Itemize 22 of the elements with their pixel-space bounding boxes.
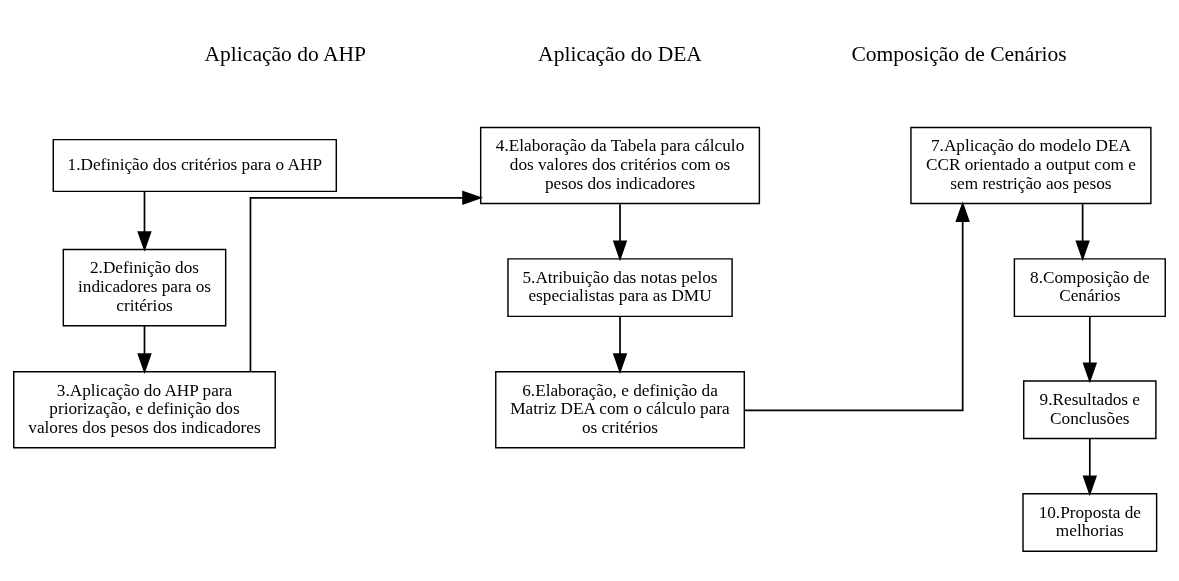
label: Composição de Cenários: [851, 41, 1067, 66]
arrow: [612, 203, 628, 262]
arrow: [137, 325, 152, 374]
arrow: [1082, 437, 1098, 497]
arrow: [137, 190, 152, 252]
node-box: 10.Proposta de melhorias: [1022, 493, 1158, 552]
node-box: 2.Definição dos indicadores para os critérios: [62, 248, 227, 327]
node-box: 1.Definição dos critérios para o AHP: [52, 138, 337, 193]
node-box: 8.Composição de Cenários: [1013, 258, 1166, 318]
node-box: 9.Resultados e Conclusões: [1023, 380, 1157, 440]
arrow: [1075, 203, 1090, 262]
node-box: 6.Elaboração, e definição da Matriz DEA com o cálculo para os critérios: [495, 370, 745, 449]
node-box: 4.Elaboração da Tabela para cálculo dos valores dos critérios com os pesos dos indicadores: [479, 126, 761, 205]
arrow: [612, 315, 628, 374]
arrow: [249, 190, 483, 373]
arrow: [743, 201, 970, 412]
label: Aplicação do DEA: [538, 41, 702, 66]
node-box: 3.Aplicação do AHP para priorização, e definição dos valores dos pesos dos indicadores: [13, 370, 276, 449]
node-box: 5.Atribuição das notas pelos especialistas para as DMU: [507, 258, 733, 318]
label: Aplicação do AHP: [204, 41, 367, 66]
arrow: [1082, 315, 1098, 384]
node-box: 7.Aplicação do modelo DEA CCR orientado a output com e sem restrição aos pesos: [910, 126, 1152, 205]
